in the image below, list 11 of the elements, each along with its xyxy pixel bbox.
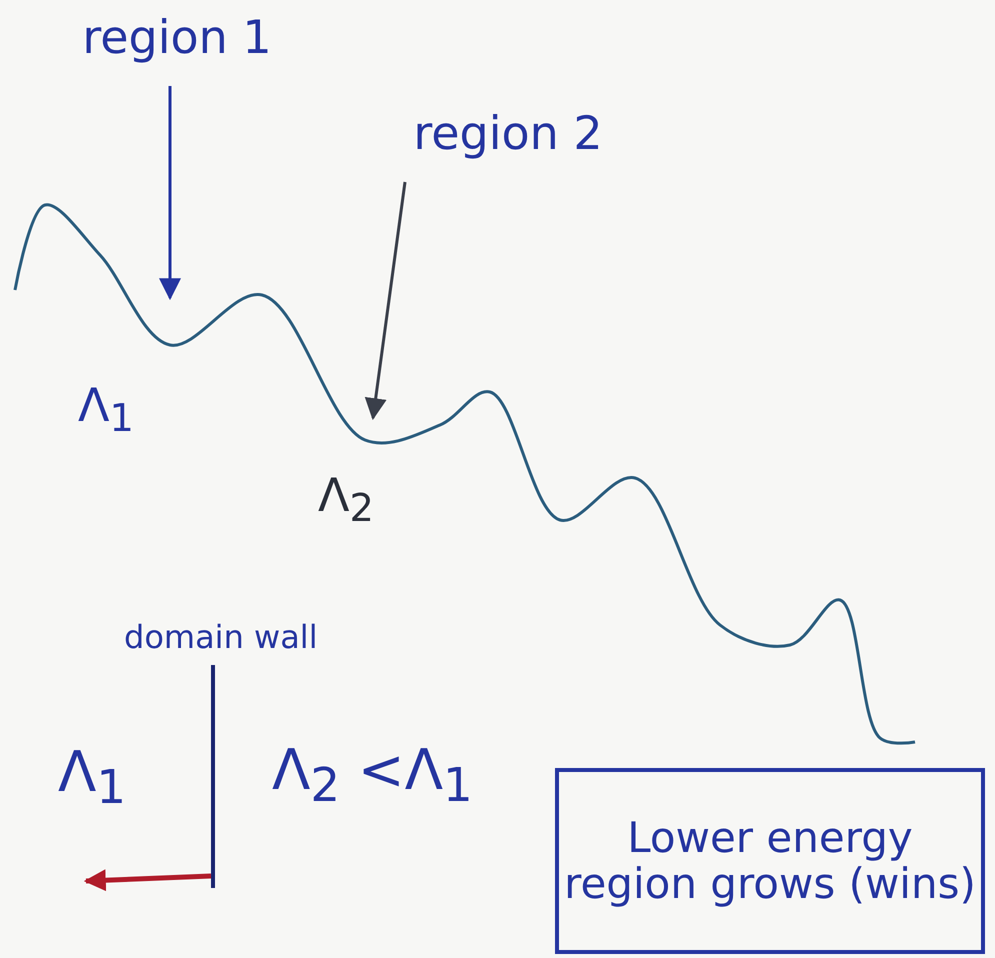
leader-arrow [364,182,406,420]
region-label: region 1 [81,12,273,63]
inequality-label: Λ$_{2}$ <Λ$_{1}$ [272,738,473,814]
lambda-label: Λ$_{1}$ [58,740,126,816]
note-box [555,768,985,954]
lambda-label: Λ$_{2}$ [318,468,374,532]
note-text: Lower energy region grows (wins) [563,814,977,908]
leader-arrow [159,86,181,300]
region-label: region 2 [412,108,604,159]
domain-wall-label: domain wall [124,618,318,656]
lambda-label: Λ$_{1}$ [78,378,134,442]
